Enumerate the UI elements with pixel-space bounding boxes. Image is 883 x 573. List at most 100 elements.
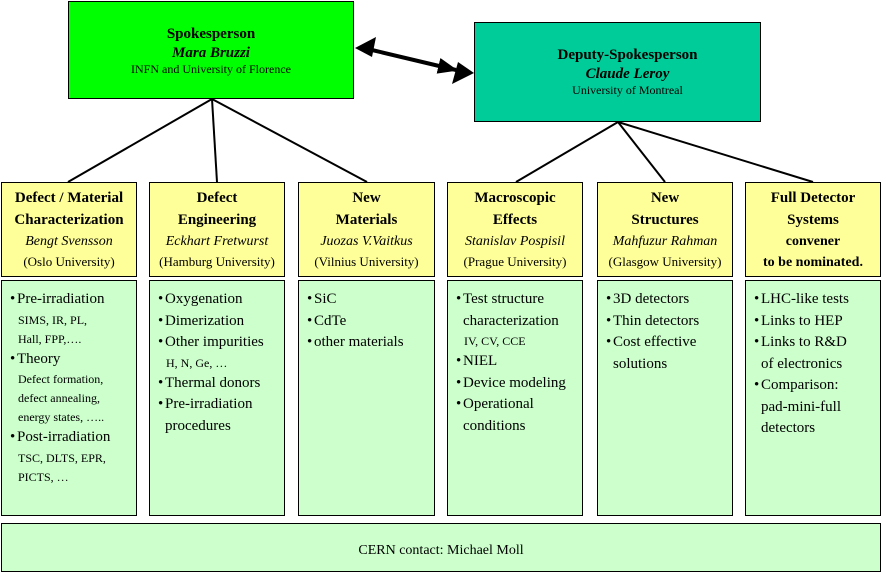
topic-detail: H, N, Ge, … xyxy=(166,355,228,370)
group-title-line: Characterization xyxy=(14,212,124,228)
topic-label: Links to R&D xyxy=(761,334,847,350)
topic-label: Links to HEP xyxy=(761,312,843,329)
bullet-icon: • xyxy=(307,312,313,329)
topic-item: •NIEL xyxy=(456,351,578,373)
topic-detail: SIMS, IR, PL, xyxy=(18,312,88,327)
topic-label: LHC-like tests xyxy=(761,291,849,307)
topic-item: •Thermal donors xyxy=(158,373,280,395)
topic-item: •3D detectors xyxy=(606,289,728,311)
group-title-line: Materials xyxy=(335,212,398,228)
topic-item: •Links to HEP xyxy=(754,311,876,333)
spokesperson-box: Spokesperson Mara Bruzzi INFN and Univer… xyxy=(68,1,354,99)
connector-spokes-group3 xyxy=(211,98,368,183)
topic-label: CdTe xyxy=(314,312,347,329)
topic-item: •Post-irradiation xyxy=(10,427,132,449)
group-title-line: Full Detector xyxy=(770,190,856,206)
topic-label: Post-irradiation xyxy=(17,429,111,445)
deputy-name: Claude Leroy xyxy=(585,66,670,82)
bullet-icon: • xyxy=(456,374,462,391)
topic-label-continued: solutions xyxy=(613,355,668,372)
topic-label: Thermal donors xyxy=(165,374,261,391)
group-convener-affiliation: (Prague University) xyxy=(463,254,567,269)
bullet-icon: • xyxy=(158,334,164,350)
bullet-icon: • xyxy=(606,291,612,307)
connector-deputy-group5 xyxy=(617,121,666,183)
topic-item: •Thin detectors xyxy=(606,311,728,333)
bullet-icon: • xyxy=(10,350,16,367)
topic-item: •Pre-irradiation xyxy=(158,394,280,416)
group-convener-affiliation: (Vilnius University) xyxy=(314,254,419,269)
topic-label: Other impurities xyxy=(165,334,264,350)
topic-label: NIEL xyxy=(463,353,498,369)
topic-label: other materials xyxy=(314,334,404,350)
group-convener-name: Stanislav Pospisil xyxy=(465,234,565,249)
spokesperson-role: Spokesperson xyxy=(166,26,256,42)
group-convener-affiliation: (Hamburg University) xyxy=(159,254,275,269)
topic-item: •CdTe xyxy=(307,311,430,333)
topic-label: 3D detectors xyxy=(613,291,690,307)
group-title-line: Structures xyxy=(631,212,699,228)
bullet-icon: • xyxy=(158,374,164,391)
topic-label: Theory xyxy=(17,350,61,367)
bullet-icon: • xyxy=(158,291,164,307)
topic-item: •Links to R&D xyxy=(754,332,876,354)
group-topics-box: •SiC•CdTe•other materials xyxy=(298,280,435,516)
topic-label: Device modeling xyxy=(463,374,566,391)
group-convener-note: to be nominated. xyxy=(763,255,863,270)
topic-label-continued: procedures xyxy=(165,417,231,434)
topic-item: •Comparison: xyxy=(754,375,876,397)
topic-item: •LHC-like tests xyxy=(754,289,876,311)
group-convener-name: Eckhart Fretwurst xyxy=(165,234,269,249)
group-convener-name: Bengt Svensson xyxy=(25,234,113,249)
topic-item: •SiC xyxy=(307,289,430,311)
spokesperson-name: Mara Bruzzi xyxy=(172,45,250,61)
connector-spokes-group2 xyxy=(211,98,218,183)
connector-deputy-group4 xyxy=(515,121,619,183)
connector-spokes-group1 xyxy=(67,98,213,183)
topic-label-continued: pad-mini-full xyxy=(761,398,841,415)
bullet-icon: • xyxy=(606,334,612,350)
topic-label-continued: conditions xyxy=(463,417,526,434)
group-topics-box: •Oxygenation•Dimerization•Other impuriti… xyxy=(149,280,285,516)
topic-item: •Cost effective xyxy=(606,332,728,354)
topic-item: •Operational xyxy=(456,394,578,416)
topic-label: Thin detectors xyxy=(613,312,700,329)
topic-detail: PICTS, … xyxy=(18,469,69,484)
group-title-line: New xyxy=(650,190,680,206)
deputy-affiliation: University of Montreal xyxy=(572,83,683,97)
bullet-icon: • xyxy=(456,291,462,307)
topic-label-continued: detectors xyxy=(761,420,816,436)
topic-detail: Hall, FPP,…. xyxy=(18,331,82,346)
bullet-icon: • xyxy=(456,353,462,369)
group-title-line: Effects xyxy=(492,212,538,228)
bullet-icon: • xyxy=(754,377,760,393)
cern-contact-text: CERN contact: Michael Moll xyxy=(358,543,524,558)
bullet-icon: • xyxy=(307,334,313,350)
bullet-icon: • xyxy=(754,334,760,350)
group-convener-name: Mahfuzur Rahman xyxy=(612,234,718,249)
topic-label: Dimerization xyxy=(165,312,245,329)
topic-item: •Dimerization xyxy=(158,311,280,333)
topic-item: •Other impurities xyxy=(158,332,280,354)
bullet-icon: • xyxy=(754,291,760,307)
bullet-icon: • xyxy=(10,429,16,445)
deputy-spokesperson-box: Deputy-Spokesperson Claude Leroy Univers… xyxy=(474,22,761,122)
group-title-line: Defect / Material xyxy=(14,190,124,206)
topic-detail: energy states, ….. xyxy=(18,410,105,424)
topic-detail: defect annealing, xyxy=(18,391,100,405)
topic-label-continued: of electronics xyxy=(761,355,843,372)
topic-item: •Oxygenation xyxy=(158,289,280,311)
group-convener-name: Juozas V.Vaitkus xyxy=(320,234,413,249)
spokesperson-affiliation: INFN and University of Florence xyxy=(131,62,291,76)
arrowhead-right-icon xyxy=(452,62,474,84)
topic-label: SiC xyxy=(314,291,337,307)
bullet-icon: • xyxy=(158,312,164,329)
topic-item: •Theory xyxy=(10,349,132,371)
